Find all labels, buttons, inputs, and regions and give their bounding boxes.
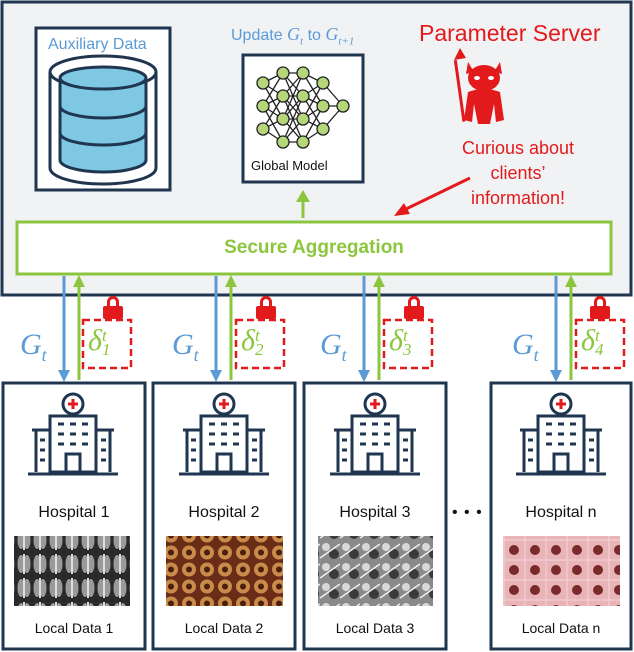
local-data-label-3: Local Data 3 <box>335 620 415 636</box>
hospital-name-1: Hospital 1 <box>38 504 110 521</box>
global-model-symbol-2: Gt <box>172 328 199 365</box>
local-data-image-n <box>503 536 620 606</box>
attacker-icon <box>453 48 504 124</box>
global-model-symbol-3: Gt <box>320 328 347 365</box>
hospital-name-n: Hospital n <box>525 504 597 521</box>
auxiliary-data-label: Auxiliary Data <box>48 36 147 53</box>
more-clients-ellipsis: • • • <box>452 504 483 521</box>
lock-icon <box>103 296 610 319</box>
server-title: Parameter Server <box>419 20 601 46</box>
local-data-image-2 <box>166 536 283 606</box>
encrypted-updates <box>81 318 626 370</box>
curious-annotation: Curious about clients’ information! <box>461 138 575 208</box>
local-data-image-1 <box>14 536 130 606</box>
communication-arrows <box>58 275 577 382</box>
hospital-name-2: Hospital 2 <box>188 504 260 521</box>
local-data-label-n: Local Data n <box>521 620 601 636</box>
local-data-label-2: Local Data 2 <box>184 620 264 636</box>
local-data-label-1: Local Data 1 <box>34 620 114 636</box>
global-model-symbol-1: Gt <box>20 328 47 365</box>
secure-aggregation-box <box>15 220 613 276</box>
local-data-images <box>14 536 620 606</box>
global-model-label: Global Model <box>251 158 328 173</box>
secure-aggregation-label: Secure Aggregation <box>224 237 404 258</box>
update-arrow <box>296 190 310 218</box>
attack-arrow <box>394 176 471 216</box>
neural-network-icon <box>256 66 350 149</box>
global-model-symbol-n: Gt <box>512 328 539 365</box>
database-icon <box>48 54 158 186</box>
update-label: Update Gt to Gt+1 <box>231 24 355 48</box>
hospital-name-3: Hospital 3 <box>339 504 411 521</box>
local-data-image-3 <box>318 536 433 606</box>
hospital-icon <box>28 392 606 476</box>
